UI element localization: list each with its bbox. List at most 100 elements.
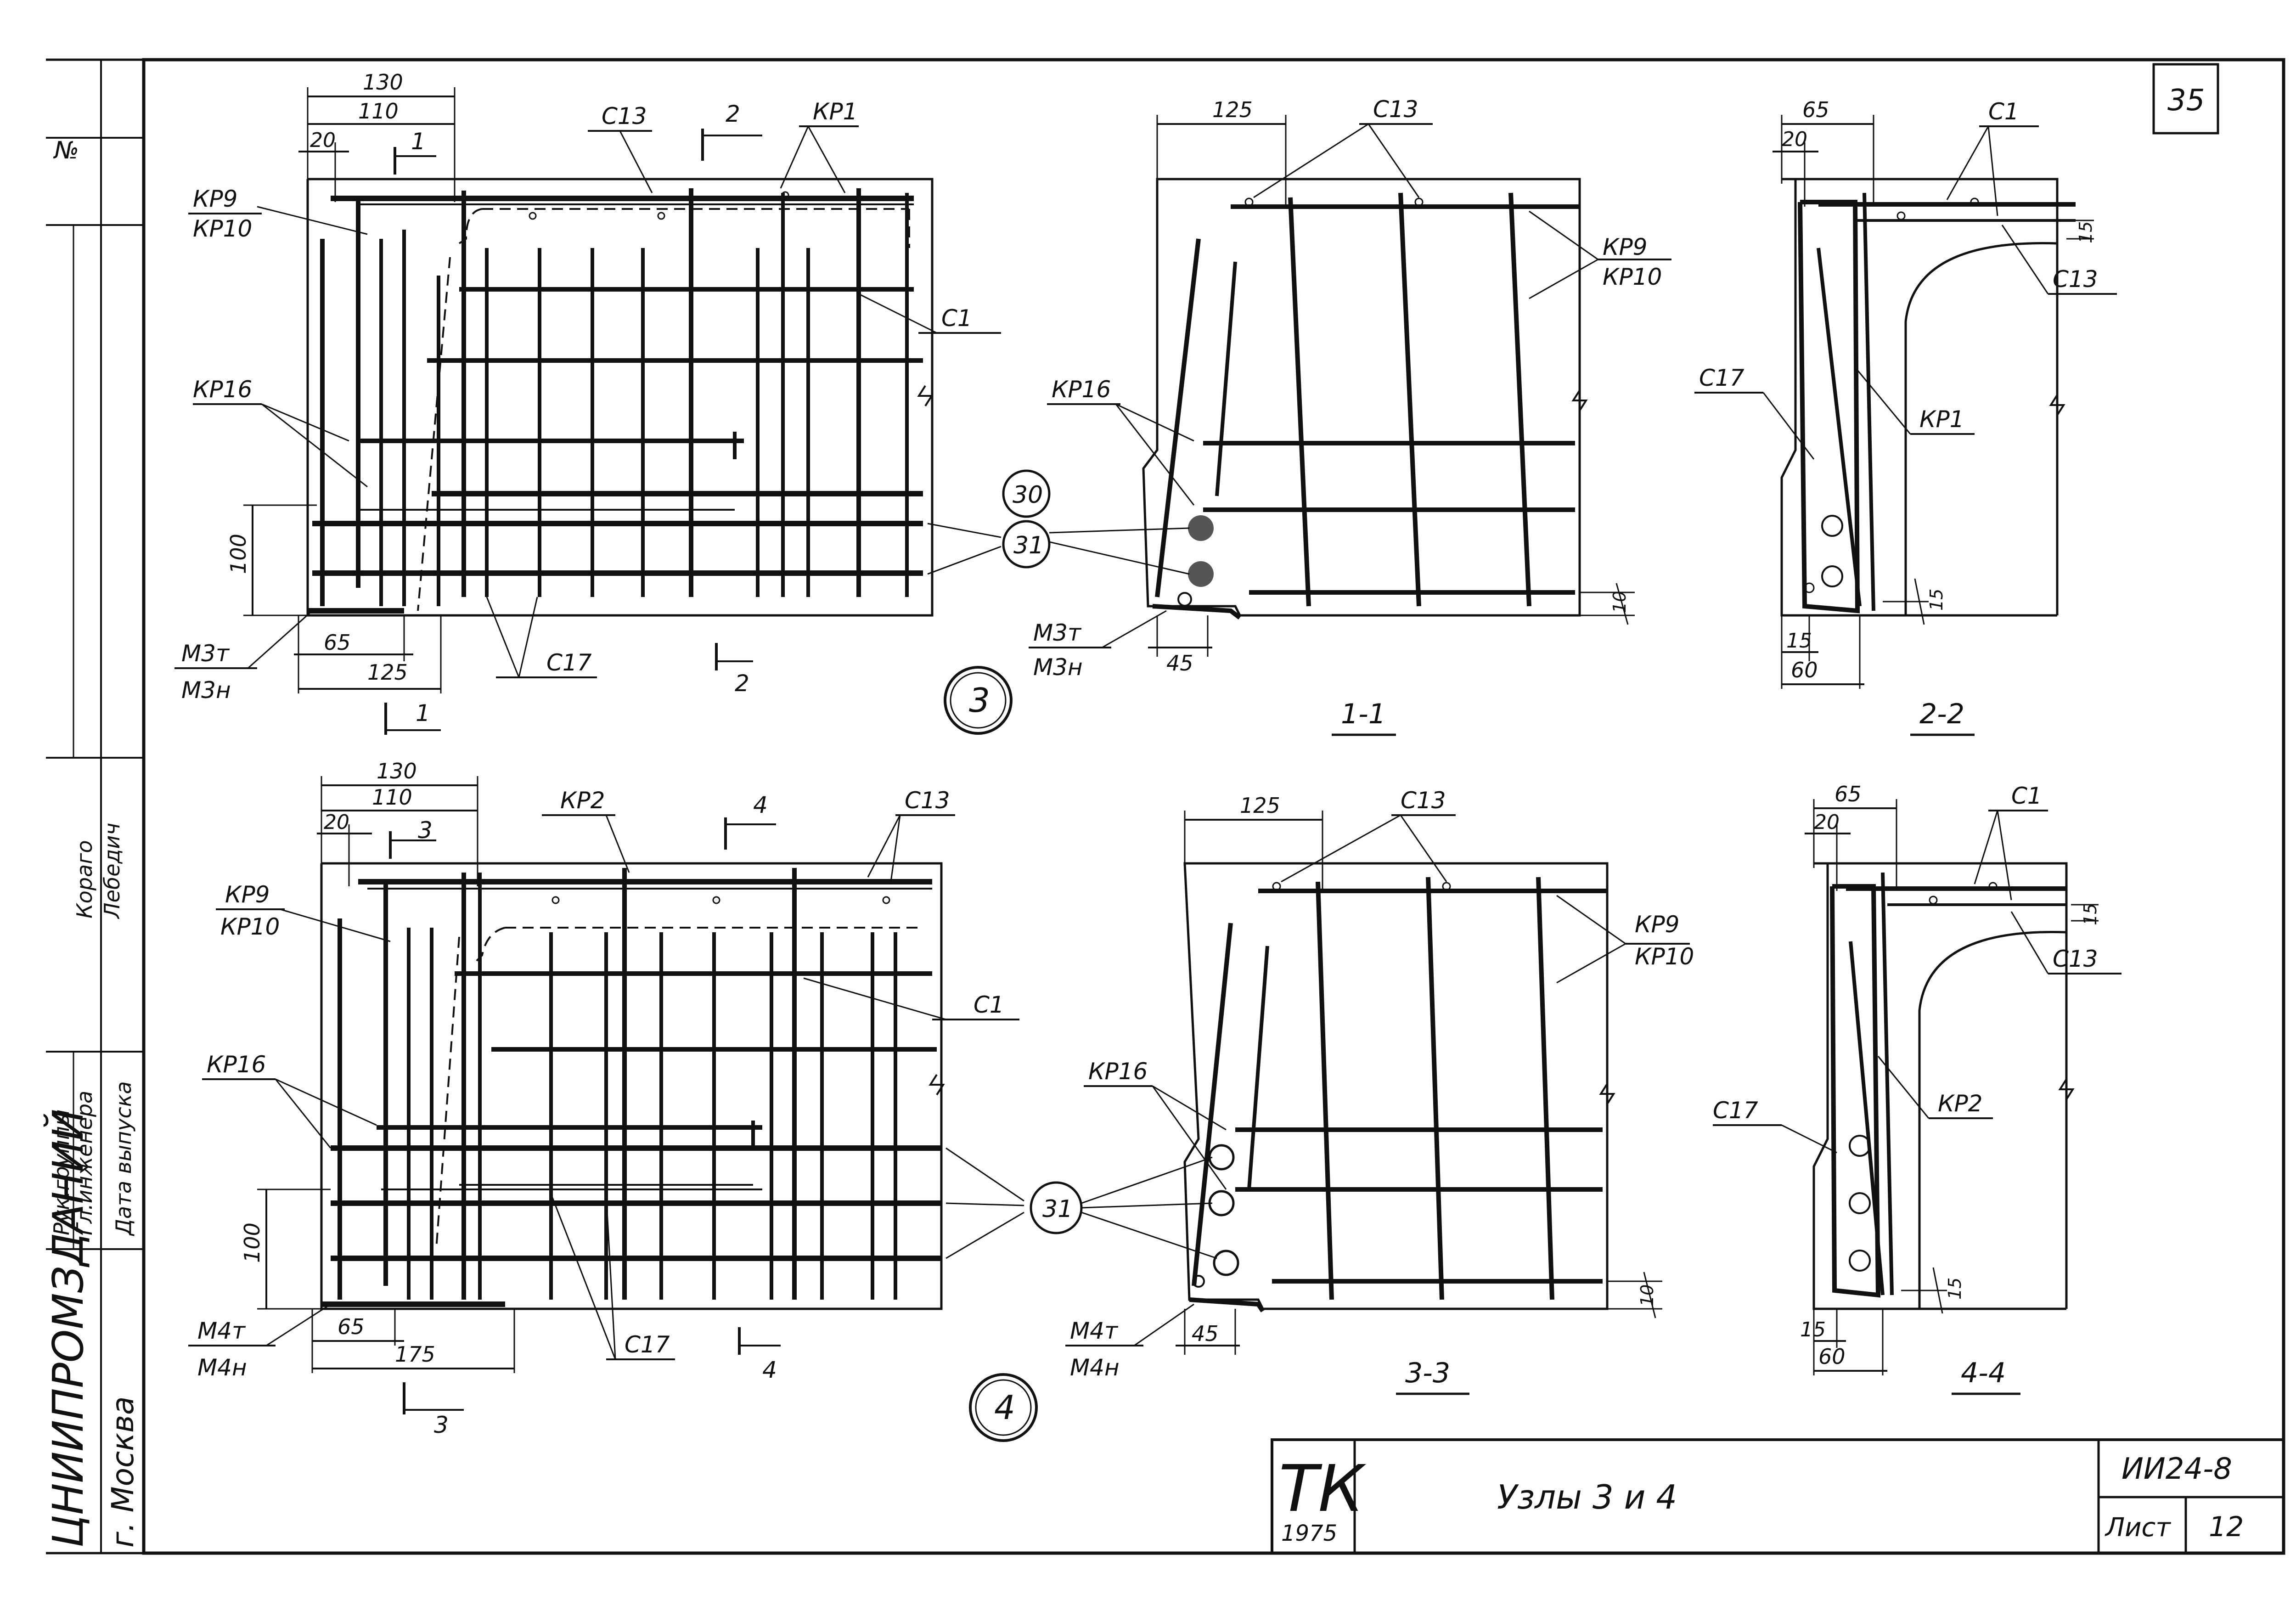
n4-cut-3-top: 3: [418, 817, 433, 844]
node-4-dimensions: [257, 776, 515, 1373]
s44-label-c17: С17: [1713, 1097, 1758, 1124]
sheet-title: Узлы 3 и 4: [1497, 1478, 1677, 1516]
sheet-label: Лист: [2105, 1513, 2171, 1543]
section-3-3-leaders: [1065, 814, 1690, 1346]
s22-dim-15c: 15: [1786, 629, 1812, 653]
section-3-3-drawing: [1183, 862, 1615, 1312]
n3-cut-1-top: 1: [411, 128, 426, 155]
n4-label-m4n: М4н: [197, 1354, 247, 1381]
n3-dim-100: 100: [226, 534, 251, 574]
n4-label-kp9: КР9: [225, 881, 270, 908]
n4-dim-65: 65: [338, 1314, 365, 1339]
s44-dim-60: 60: [1818, 1344, 1846, 1369]
node-3-number: 3: [969, 681, 990, 720]
node-4-leaders: [188, 814, 1024, 1360]
s33-dim-45: 45: [1192, 1321, 1219, 1346]
n4-dim-100: 100: [240, 1222, 264, 1263]
stamp-number: №: [53, 137, 79, 164]
s11-label-kp9: КР9: [1603, 234, 1647, 260]
s44-dim-15c: 15: [1800, 1318, 1826, 1341]
s22-label-kp1: КР1: [1919, 406, 1964, 433]
s44-dim-65: 65: [1835, 782, 1862, 806]
n3-label-kp1: КР1: [813, 98, 857, 125]
s11-label-kp16: КР16: [1052, 376, 1111, 403]
section-4-4-dims: [1805, 799, 2099, 1375]
n4-dim-175: 175: [395, 1342, 435, 1367]
s44-dim-15b: 15: [1945, 1278, 1965, 1300]
n3-label-kp16: КР16: [193, 376, 252, 403]
page-number: 35: [2167, 84, 2205, 118]
n4-cut-4-top: 4: [753, 792, 768, 818]
node-4-number: 4: [994, 1388, 1015, 1427]
section-3-3-title: 3-3: [1405, 1357, 1450, 1389]
n3-circle-31: 31: [1013, 532, 1044, 559]
n4-label-kp16: КР16: [207, 1051, 266, 1078]
s22-dim-15b: 15: [1926, 589, 1947, 611]
n3-label-m3t: М3т: [181, 640, 230, 667]
s33-dim-125: 125: [1240, 793, 1280, 818]
s22-dim-65: 65: [1802, 97, 1829, 122]
n4-cut-3-bot: 3: [434, 1412, 449, 1438]
n4-circle-31: 31: [1042, 1195, 1073, 1223]
section-2-2-dims: [1773, 115, 2094, 689]
section-1-1-leaders: [1029, 123, 1671, 648]
n3-label-m3n: М3н: [181, 677, 231, 704]
s22-label-c17: С17: [1699, 365, 1745, 391]
s33-label-c13: С13: [1401, 787, 1446, 814]
s33-dim-10: 10: [1637, 1284, 1657, 1307]
sidebar-role-1: Рук.группы: [49, 1110, 74, 1235]
n4-label-c1: С1: [974, 991, 1004, 1018]
section-2-2-title: 2-2: [1919, 698, 1964, 730]
s11-dim-10: 10: [1609, 591, 1630, 613]
section-4-4-leaders: [1713, 810, 2122, 1154]
s33-label-kp16: КР16: [1088, 1058, 1148, 1085]
sidebar-name-2: Лебедич: [100, 823, 124, 919]
node-4-elevation: [320, 862, 945, 1310]
s11-dim-45: 45: [1166, 651, 1193, 676]
section-4-4-title: 4-4: [1961, 1357, 2006, 1389]
sidebar-role-2: Гл.инженера: [72, 1091, 97, 1235]
n3-dim-130: 130: [363, 70, 403, 95]
section-2-2-drawing: [1780, 178, 2076, 617]
n3-dim-125: 125: [367, 660, 408, 685]
node-3-dimensions: [243, 87, 456, 693]
section-1-1-drawing: [1142, 178, 1588, 620]
n4-label-kp2: КР2: [560, 787, 605, 814]
n3-label-c1: С1: [941, 305, 972, 332]
section-3-3-dims: [1176, 811, 1662, 1355]
n3-label-kp10: КР10: [193, 215, 252, 242]
node-4-section-cuts: [389, 817, 781, 1414]
n3-cut-2-top: 2: [726, 101, 740, 127]
n3-label-kp9: КР9: [193, 186, 237, 212]
title-block: [1271, 1438, 2285, 1555]
sidebar-role-3: Дата выпуска: [111, 1081, 136, 1236]
s11-label-m3n: М3н: [1033, 654, 1083, 681]
org-name: ЦНИИПРОМЗДАНИЙ: [43, 1109, 93, 1548]
s22-dim-15a: 15: [2076, 221, 2096, 243]
section-1-1-title: 1-1: [1341, 698, 1386, 730]
node-3-elevation: [306, 178, 934, 617]
s11-label-m3t: М3т: [1033, 620, 1082, 646]
n4-label-c13: С13: [905, 787, 950, 814]
sidebar-name-1: Кораго: [72, 840, 97, 918]
s33-label-m4n: М4н: [1070, 1354, 1120, 1381]
s44-dim-15a: 15: [2080, 903, 2100, 925]
n3-circle-30: 30: [1013, 481, 1043, 509]
s33-label-m4t: М4т: [1070, 1318, 1119, 1344]
s11-label-kp10: КР10: [1603, 264, 1662, 290]
s11-label-c13: С13: [1373, 96, 1418, 123]
n4-dim-110: 110: [372, 785, 412, 810]
s44-label-c1: С1: [2011, 783, 2042, 809]
n4-cut-4-bot: 4: [762, 1357, 777, 1383]
s22-label-c13: С13: [2053, 266, 2098, 293]
sheet-number: 12: [2209, 1511, 2244, 1543]
n3-dim-65: 65: [324, 630, 351, 655]
n3-dim-20: 20: [310, 129, 336, 152]
section-2-2-leaders: [1694, 125, 2117, 460]
section-4-4-drawing: [1812, 862, 2075, 1310]
section-1-1-dims: [1148, 115, 1635, 657]
sheet-frame: [46, 58, 2285, 1555]
doc-code: ИИ24-8: [2122, 1452, 2232, 1486]
s33-label-kp9: КР9: [1635, 911, 1679, 938]
n4-label-kp10: КР10: [220, 913, 280, 940]
